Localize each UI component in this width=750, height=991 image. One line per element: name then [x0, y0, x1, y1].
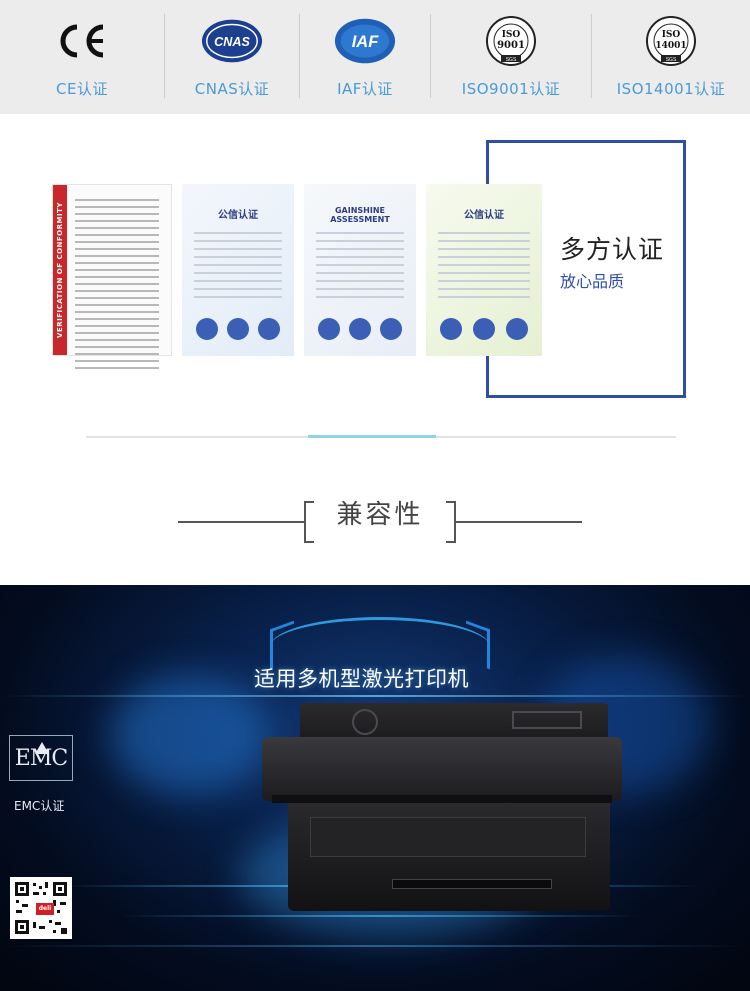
cert-iso9001: ISO 9001 SGS ISO9001认证	[431, 0, 591, 114]
seal-icon	[196, 318, 218, 340]
doc-heading: 公信认证	[464, 210, 504, 221]
brand-badge: deli	[36, 903, 54, 915]
seal-icon	[227, 318, 249, 340]
cert-label: CE认证	[56, 80, 108, 98]
divider	[299, 14, 300, 98]
iso14001-seal-icon: ISO 14001 SGS	[639, 12, 703, 70]
toner-cartridge-image	[262, 703, 622, 911]
emc-label: EMC认证	[14, 799, 65, 813]
seal-icon	[258, 318, 280, 340]
cert-label: CNAS认证	[194, 80, 270, 98]
iso9001-seal-icon: ISO 9001 SGS	[479, 12, 543, 70]
cnas-logo-icon: CNAS	[200, 12, 264, 70]
doc-heading: GAINSHINE ASSESSMENT	[330, 206, 390, 224]
doc-seals	[440, 318, 528, 340]
divider	[430, 14, 431, 98]
bracket-corner	[446, 501, 456, 531]
iaf-logo-icon: IAF	[333, 12, 397, 70]
divider	[591, 14, 592, 98]
divider	[164, 14, 165, 98]
cert-label: IAF认证	[337, 80, 393, 98]
cert-ce: CE认证	[0, 0, 164, 114]
seal-icon	[380, 318, 402, 340]
banner-title: 适用多机型激光打印机	[254, 667, 469, 691]
svg-text:SGS: SGS	[506, 57, 517, 63]
seal-icon	[506, 318, 528, 340]
doc-seals	[196, 318, 280, 340]
ce-logo-icon	[50, 12, 114, 70]
rule-right	[456, 521, 582, 523]
cert-iso14001: ISO 14001 SGS ISO14001认证	[592, 0, 750, 114]
bracket-corner	[304, 501, 314, 531]
svg-text:14001: 14001	[655, 41, 686, 51]
svg-text:9001: 9001	[497, 40, 525, 51]
quality-certificate-3: 公信认证	[426, 184, 542, 356]
seal-icon	[473, 318, 495, 340]
seal-icon	[349, 318, 371, 340]
product-banner: 适用多机型激光打印机 EMC EMC认证 deli	[0, 585, 750, 991]
svg-text:ISO: ISO	[662, 30, 681, 40]
bracket-corner	[446, 523, 456, 543]
compatibility-title: 兼容性	[336, 500, 424, 530]
section-title: 多方认证	[560, 235, 665, 264]
cert-label: ISO14001认证	[616, 80, 726, 98]
doc-heading: 公信认证	[218, 210, 258, 221]
compatibility-heading: 兼容性	[0, 440, 750, 585]
cert-cnas: CNAS CNAS认证	[165, 0, 299, 114]
hud-arc	[270, 617, 490, 677]
cert-label: ISO9001认证	[461, 80, 561, 98]
emc-logo-icon: EMC	[9, 735, 73, 781]
separator-accent	[308, 435, 436, 438]
certificates-section: VERIFICATION OF CONFORMITY 公信认证 GAINSHIN…	[0, 114, 750, 440]
svg-text:IAF: IAF	[352, 33, 379, 51]
doc-seals	[318, 318, 402, 340]
quality-certificate-2: GAINSHINE ASSESSMENT	[304, 184, 416, 356]
cert-iaf: IAF IAF认证	[300, 0, 430, 114]
ce-verification-document: VERIFICATION OF CONFORMITY	[52, 184, 172, 369]
rule-left	[178, 521, 304, 523]
seal-icon	[440, 318, 462, 340]
svg-text:CNAS: CNAS	[214, 35, 250, 49]
seal-icon	[318, 318, 340, 340]
svg-text:ISO: ISO	[502, 30, 521, 40]
qr-code-icon[interactable]: deli	[10, 877, 72, 939]
svg-text:SGS: SGS	[666, 57, 677, 63]
bracket-corner	[304, 523, 314, 543]
doc-banner-text: VERIFICATION OF CONFORMITY	[56, 202, 64, 338]
quality-certificate-1: 公信认证	[182, 184, 294, 356]
section-subtitle: 放心品质	[560, 272, 625, 291]
certification-strip: CE认证 CNAS CNAS认证 IAF IAF认证	[0, 0, 750, 114]
